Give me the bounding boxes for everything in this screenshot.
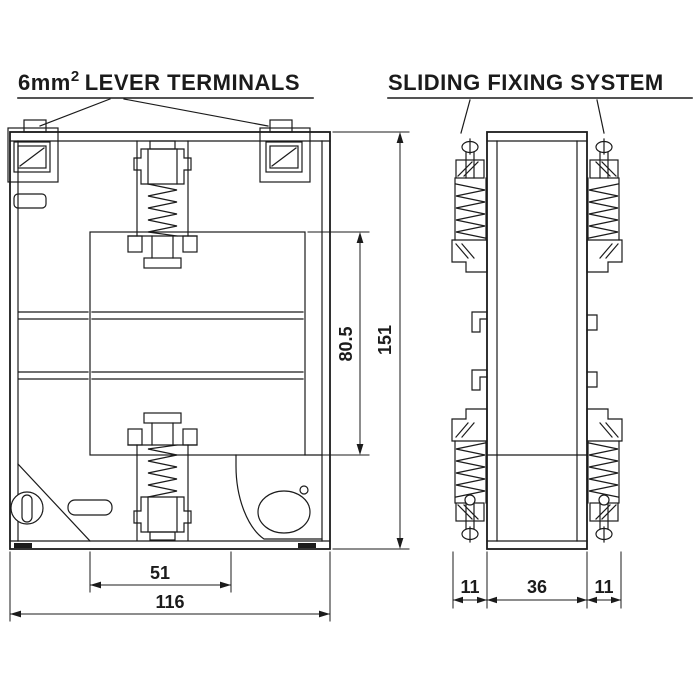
side-hook-right-upper <box>586 314 598 331</box>
side-hook-left-lower <box>471 369 488 391</box>
lever-terminal-left <box>7 119 59 209</box>
sliding-fixer-bottom-right <box>586 408 623 543</box>
dimensions-side: 11 36 11 <box>452 551 622 609</box>
side-lock-pins <box>464 494 610 506</box>
side-body-details <box>471 140 598 542</box>
sliding-fixer-bottom-left <box>451 408 488 543</box>
dim-inner-height: 80.5 <box>336 326 356 361</box>
dim-total-height: 151 <box>375 325 395 355</box>
dim-side-body: 36 <box>527 577 547 597</box>
front-body-outline <box>9 131 331 550</box>
dimension-arrows-front <box>10 132 404 618</box>
front-view <box>7 119 331 550</box>
dimension-arrows-side <box>453 596 621 604</box>
side-hook-right-lower <box>586 371 598 388</box>
screw-head-icon <box>10 491 44 525</box>
front-bottom-left <box>10 463 113 542</box>
dimension-lines-front <box>9 131 410 622</box>
front-bottom-marks <box>14 543 316 548</box>
side-body-outline <box>486 131 588 550</box>
titles: 6mm2 LEVER TERMINALS SLIDING FIXING SYSTE… <box>17 68 693 134</box>
dim-side-left: 11 <box>460 577 479 597</box>
dimensions-front: 80.5 151 51 116 <box>9 131 410 622</box>
title-lever-superscript: 2 <box>71 68 80 85</box>
title-lever-terminals: 6mm2 LEVER TERMINALS <box>18 68 300 95</box>
din-clip-bottom <box>127 412 198 541</box>
front-body-details <box>7 119 331 542</box>
sliding-fixer-top-right <box>586 138 623 273</box>
front-central-window <box>89 231 306 456</box>
dim-side-right: 11 <box>594 577 613 597</box>
side-hook-left-upper <box>471 311 488 333</box>
title-lever-prefix: 6mm <box>18 70 71 95</box>
leader-lines <box>39 98 605 134</box>
sliding-fixer-top-left <box>451 138 488 273</box>
title-sliding-fixing: SLIDING FIXING SYSTEM <box>388 70 664 95</box>
cable-hole-icon <box>257 490 311 534</box>
dim-total-width: 116 <box>155 592 184 612</box>
dim-clip-width: 51 <box>150 563 170 583</box>
front-bottom-right <box>235 454 323 540</box>
title-lever-suffix: LEVER TERMINALS <box>85 70 300 95</box>
lever-terminal-right <box>259 119 311 183</box>
side-view <box>451 131 623 550</box>
front-slots <box>18 311 304 380</box>
din-clip-top <box>127 140 198 269</box>
